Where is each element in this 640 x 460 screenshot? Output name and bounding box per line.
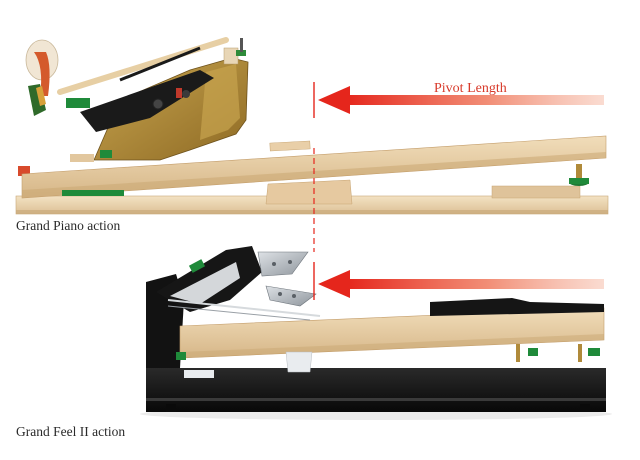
back-capstan <box>569 164 589 186</box>
metal-counterweight-lower <box>265 285 317 307</box>
grand-piano-action <box>15 37 609 215</box>
pivot-length-label: Pivot Length <box>434 81 507 96</box>
white-plastic-support <box>285 351 313 373</box>
pivot-length-arrow-bottom <box>318 270 604 298</box>
pivot-indicators <box>313 82 604 300</box>
metal-counterweight-upper <box>257 251 309 277</box>
grand-feel-action-caption: Grand Feel II action <box>16 424 126 439</box>
pivot-length-arrow-top <box>318 86 604 114</box>
front-rail-block <box>18 166 30 176</box>
hammer-head <box>25 39 59 96</box>
green-felt-hammer-rest <box>66 98 90 108</box>
repetition-lever <box>80 70 214 132</box>
black-chassis-base <box>146 368 606 412</box>
balance-block <box>265 179 353 205</box>
green-felt-front <box>62 190 124 196</box>
grand-feel-action <box>140 246 612 420</box>
grand-piano-action-caption: Grand Piano action <box>16 218 121 233</box>
black-key-surface <box>430 298 604 316</box>
